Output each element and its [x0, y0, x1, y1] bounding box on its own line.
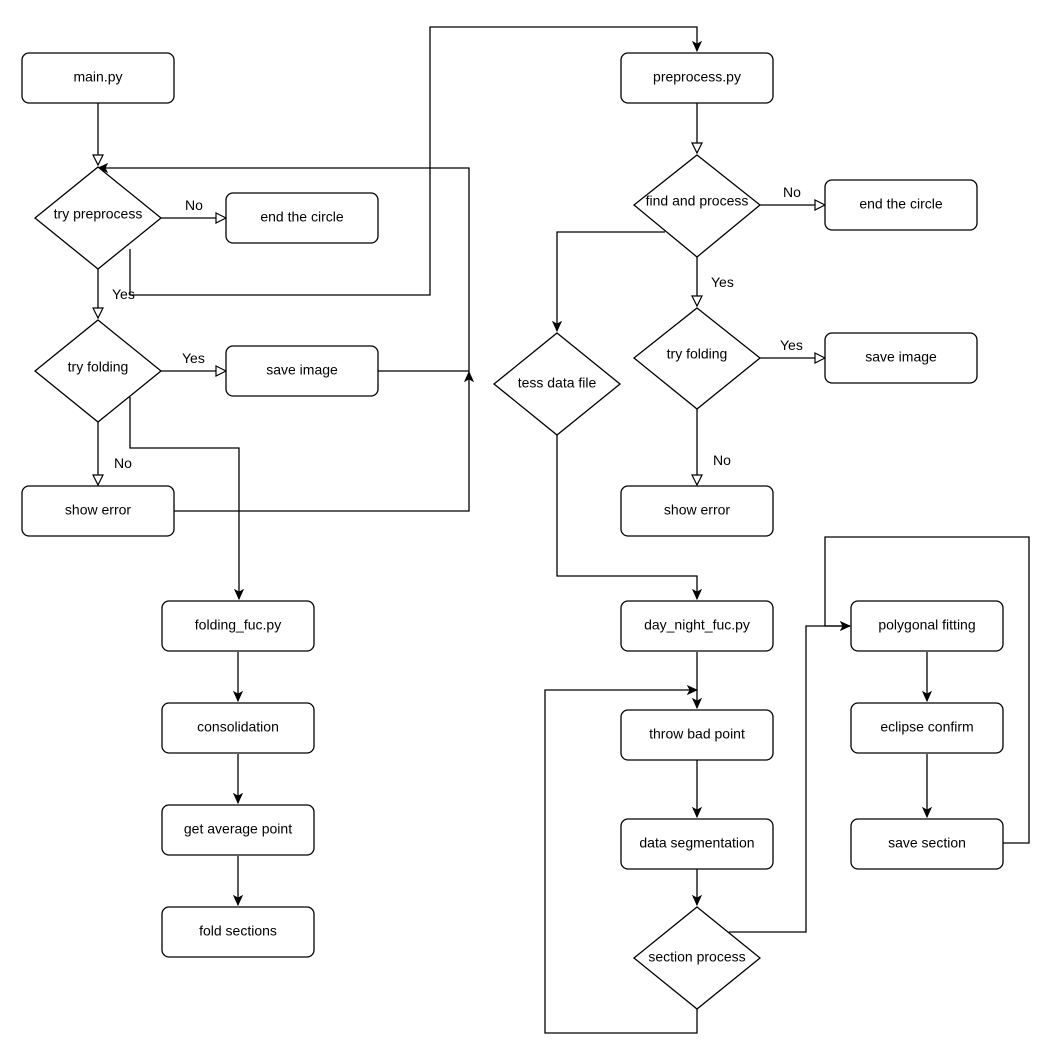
- nodes: main.py try preprocess end the circle tr…: [21, 52, 1004, 1010]
- node-save-image-left[interactable]: save image: [225, 345, 379, 397]
- node-try-folding-right-label: try folding: [667, 346, 728, 362]
- edge-label-try-folding-right-yes: Yes: [780, 337, 803, 353]
- node-folding-fuc-py-label: folding_fuc.py: [195, 617, 281, 633]
- node-try-preprocess[interactable]: try preprocess: [33, 166, 163, 270]
- node-save-section-label: save section: [888, 835, 966, 851]
- node-end-circle-left[interactable]: end the circle: [225, 192, 379, 244]
- edge-label-try-folding-left-yes: Yes: [182, 350, 205, 366]
- node-day-night-fuc-py[interactable]: day_night_fuc.py: [620, 600, 774, 652]
- node-day-night-fuc-py-label: day_night_fuc.py: [644, 617, 750, 633]
- edge-labels: No Yes Yes No No Yes Yes No: [112, 184, 803, 471]
- edge-label-try-folding-left-no: No: [114, 455, 132, 471]
- node-polygonal-fitting[interactable]: polygonal fitting: [850, 600, 1004, 652]
- node-consolidation[interactable]: consolidation: [161, 702, 315, 754]
- edges: [98, 26, 1030, 1034]
- edge-try-preprocess-yes-to-preprocess: [129, 26, 697, 296]
- node-tess-data-file-label: tess data file: [518, 375, 597, 391]
- edge-label-try-preprocess-yes: Yes: [112, 286, 135, 302]
- node-save-image-right-label: save image: [865, 349, 937, 365]
- edge-label-try-preprocess-no: No: [185, 197, 203, 213]
- node-find-and-process-label: find and process: [646, 193, 749, 209]
- edge-loop-back-to-try-preprocess: [98, 168, 470, 372]
- node-show-error-left-label: show error: [65, 502, 131, 518]
- node-end-circle-right[interactable]: end the circle: [824, 179, 978, 231]
- node-section-process[interactable]: section process: [632, 906, 762, 1010]
- node-show-error-left[interactable]: show error: [21, 485, 175, 537]
- edge-find-process-to-tess: [557, 231, 665, 331]
- node-consolidation-label: consolidation: [197, 719, 279, 735]
- node-preprocess-py[interactable]: preprocess.py: [620, 52, 774, 104]
- node-folding-fuc-py[interactable]: folding_fuc.py: [161, 600, 315, 652]
- edge-label-find-and-process-no: No: [783, 184, 801, 200]
- node-save-section[interactable]: save section: [850, 818, 1004, 870]
- node-preprocess-py-label: preprocess.py: [653, 69, 741, 85]
- node-section-process-label: section process: [648, 949, 745, 965]
- edge-section-process-to-polygonal: [729, 626, 850, 933]
- node-show-error-right-label: show error: [664, 502, 730, 518]
- node-save-image-right[interactable]: save image: [824, 332, 978, 384]
- node-save-image-left-label: save image: [266, 362, 338, 378]
- edge-label-find-and-process-yes: Yes: [711, 274, 734, 290]
- node-try-folding-right[interactable]: try folding: [632, 307, 762, 410]
- edge-try-folding-to-folding-fuc: [129, 397, 239, 599]
- node-throw-bad-point[interactable]: throw bad point: [620, 709, 774, 761]
- node-main-py-label: main.py: [73, 69, 122, 85]
- edge-show-error-to-loop: [174, 372, 469, 512]
- node-end-circle-right-label: end the circle: [859, 196, 942, 212]
- node-fold-sections[interactable]: fold sections: [161, 906, 315, 958]
- node-polygonal-fitting-label: polygonal fitting: [878, 617, 975, 633]
- node-try-folding-left[interactable]: try folding: [33, 319, 163, 423]
- edge-section-process-loop-back: [544, 690, 697, 1034]
- node-throw-bad-point-label: throw bad point: [649, 726, 745, 742]
- node-data-segmentation[interactable]: data segmentation: [620, 818, 774, 870]
- node-find-and-process[interactable]: find and process: [632, 154, 762, 258]
- node-show-error-right[interactable]: show error: [620, 485, 774, 537]
- node-get-average-point-label: get average point: [184, 821, 292, 837]
- node-eclipse-confirm[interactable]: eclipse confirm: [850, 702, 1004, 754]
- node-main-py[interactable]: main.py: [21, 52, 175, 104]
- node-try-preprocess-label: try preprocess: [54, 206, 143, 222]
- node-get-average-point[interactable]: get average point: [161, 804, 315, 856]
- edge-label-try-folding-right-no: No: [713, 452, 731, 468]
- node-try-folding-left-label: try folding: [68, 359, 129, 375]
- edge-save-section-loop: [824, 536, 1030, 844]
- node-end-circle-left-label: end the circle: [260, 209, 343, 225]
- node-tess-data-file[interactable]: tess data file: [492, 332, 622, 436]
- edge-tess-to-day-night: [556, 435, 697, 599]
- node-fold-sections-label: fold sections: [199, 923, 277, 939]
- node-eclipse-confirm-label: eclipse confirm: [880, 719, 973, 735]
- node-data-segmentation-label: data segmentation: [639, 835, 754, 851]
